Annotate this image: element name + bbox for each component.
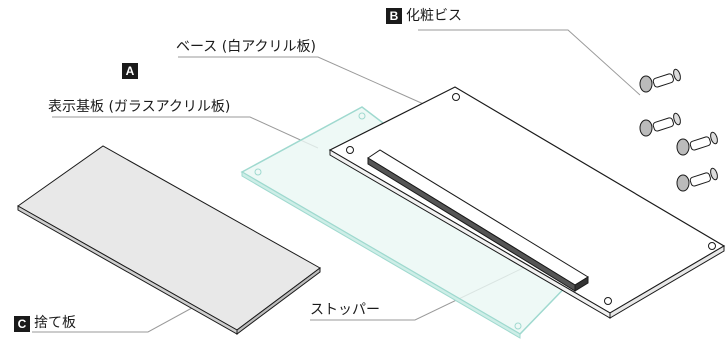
waste-board (17, 145, 321, 335)
screw-icon (676, 131, 718, 156)
waste-board-label: 捨て板 (34, 315, 76, 331)
group-a-badge: A (122, 63, 138, 79)
leader-line-screw (418, 29, 641, 96)
screw-icon (676, 167, 718, 192)
display-board-glass (240, 106, 582, 339)
base-board-white (328, 86, 726, 319)
leader-line-waste (32, 296, 213, 333)
leader-line-display (52, 116, 319, 149)
screw-icon (639, 68, 681, 93)
leader-line-base (178, 56, 456, 119)
screw-icon (639, 112, 681, 137)
waste-board-badge: C (14, 316, 30, 332)
screw-label: 化粧ビス (406, 8, 462, 24)
base-label: ベース (白アクリル板) (176, 39, 316, 55)
display-board-label: 表示基板 (ガラスアクリル板) (48, 99, 231, 115)
stopper-bar (367, 149, 589, 292)
stopper-label: ストッパー (310, 302, 380, 318)
screw-badge: B (386, 8, 402, 24)
